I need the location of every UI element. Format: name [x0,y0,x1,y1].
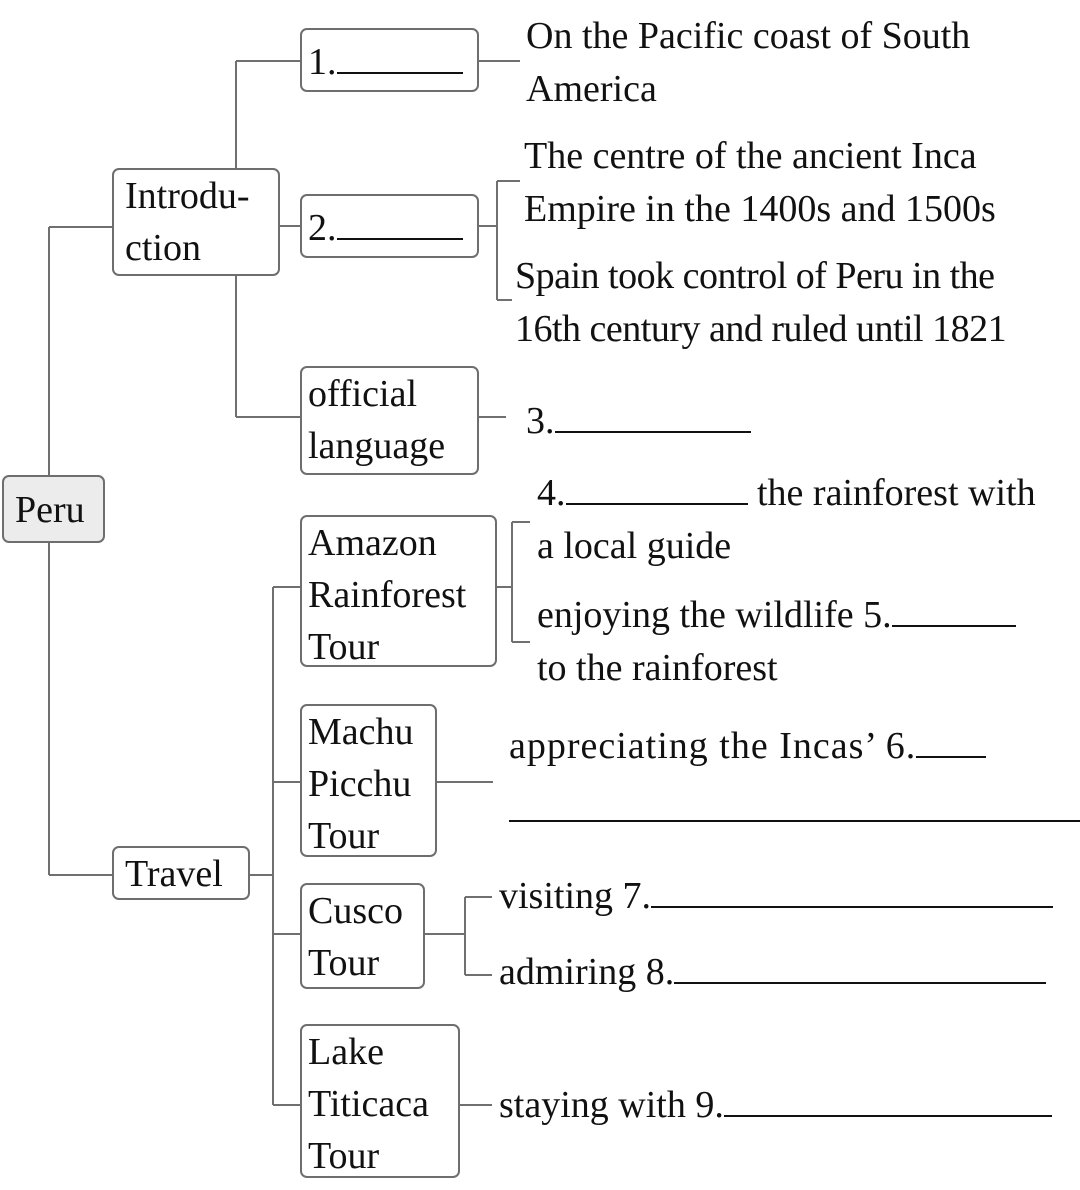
cusco-tour-node: Cusco Tour [300,883,425,989]
item2-detail-b: Spain took control of Peru in the 16th c… [515,250,1007,356]
amazon-detail-a: 4. the rainforest with a local guide [537,465,1036,573]
amazon-detail-a-line2: a local guide [537,525,732,567]
official-language-node: official language [300,366,479,475]
amazon-label-line2: Rainforest [308,574,467,616]
amazon-label-line3: Tour [308,626,380,668]
cusco-detail-a-prefix: visiting 7. [499,875,652,917]
link-amazon-bracket [497,521,530,643]
machu-detail: appreciating the Incas’ 6. [509,718,987,773]
answer4-blank[interactable] [565,465,748,505]
answer9-blank[interactable] [723,1077,1052,1117]
root-label: Peru [15,489,85,531]
item1-detail-line2: America [526,68,657,110]
machu-label-line2: Picchu [308,763,412,805]
item1-detail-line1: On the Pacific coast of South [526,15,971,57]
travel-node: Travel [112,846,250,900]
introduction-node: Introdu- ction [112,168,280,276]
titicaca-detail: staying with 9. [499,1077,1052,1132]
introduction-label-line2: ction [125,227,201,269]
root-node-peru: Peru [2,475,105,543]
item2-detail-a: The centre of the ancient Inca Empire in… [524,130,996,236]
item1-detail: On the Pacific coast of South America [526,10,970,116]
machu-label-line1: Machu [308,711,414,753]
item1-blank[interactable] [336,34,463,74]
amazon-tour-node: Amazon Rainforest Tour [300,515,497,668]
item2-number: 2. [308,207,337,249]
cusco-detail-b-prefix: admiring 8. [499,951,675,993]
item2-detail-b-line1: Spain took control of Peru in the [515,255,995,297]
titicaca-detail-prefix: staying with 9. [499,1084,724,1126]
titicaca-label-line3: Tour [308,1135,380,1177]
amazon-detail-a-suffix: the rainforest with [757,472,1036,514]
travel-label: Travel [125,853,223,895]
answer6-continuation-line[interactable] [509,820,1080,822]
answer8-blank[interactable] [674,944,1047,984]
cusco-detail-b: admiring 8. [499,944,1047,999]
amazon-detail-b: enjoying the wildlife 5. to the rainfore… [537,587,1016,695]
machu-label-line3: Tour [308,815,380,857]
titicaca-tour-node: Lake Titicaca Tour [300,1024,460,1178]
amazon-label-line1: Amazon [308,522,437,564]
item1-number: 1. [308,41,337,83]
cusco-label-line2: Tour [308,942,380,984]
machu-detail-prefix: appreciating the Incas’ 6. [509,725,917,767]
link-item2-bracket [479,180,520,301]
cusco-detail-a: visiting 7. [499,868,1054,923]
language-answer: 3. [526,393,751,448]
official-language-line1: official [308,373,418,415]
item2-detail-a-line2: Empire in the 1400s and 1500s [524,188,996,230]
official-language-line2: language [308,425,446,467]
titicaca-label-line1: Lake [308,1031,384,1073]
answer4-number: 4. [537,472,566,514]
introduction-label-line1: Introdu- [125,175,250,217]
amazon-detail-b-prefix: enjoying the wildlife 5. [537,594,892,636]
answer7-blank[interactable] [651,868,1054,908]
answer3-blank[interactable] [554,393,751,433]
item2-detail-a-line1: The centre of the ancient Inca [524,135,977,177]
intro-item2-node: 2. [300,194,479,258]
titicaca-label-line2: Titicaca [308,1083,430,1125]
link-cusco-bracket [425,896,492,976]
item2-detail-b-line2: 16th century and ruled until 1821 [515,308,1007,350]
answer3-number: 3. [526,400,555,442]
cusco-label-line1: Cusco [308,890,403,932]
answer5-blank[interactable] [891,587,1016,627]
intro-item1-node: 1. [300,28,479,92]
amazon-detail-b-line2: to the rainforest [537,647,778,689]
answer6-blank[interactable] [916,718,987,758]
item2-blank[interactable] [336,200,463,240]
machu-picchu-tour-node: Machu Picchu Tour [300,704,437,857]
